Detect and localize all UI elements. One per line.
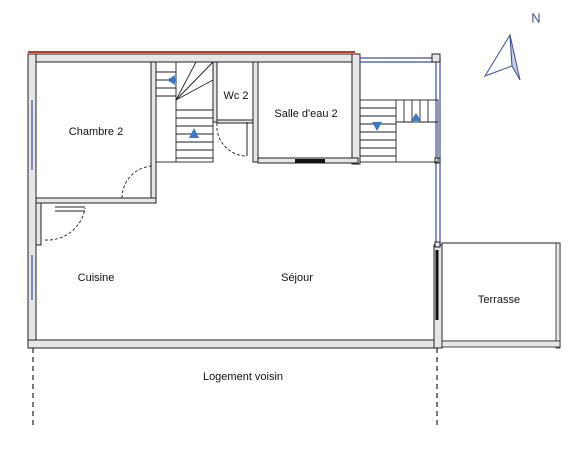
door-leaves [55, 197, 152, 212]
stair-right [359, 99, 439, 163]
room-label-terrasse: Terrasse [477, 294, 521, 306]
post-mid [434, 157, 441, 164]
door-swings [44, 122, 248, 241]
north-label: N [531, 10, 541, 26]
stair-right-arrow [411, 113, 421, 121]
stair-left [155, 61, 214, 163]
corner-post [431, 53, 441, 63]
north-arrow [483, 33, 521, 81]
post-low [434, 241, 441, 248]
room-label-chambre: Chambre 2 [68, 126, 124, 138]
stair-turn-arrow [167, 75, 175, 85]
terrace-outline [435, 242, 561, 349]
stair-up-arrow [189, 128, 199, 138]
interior-walls [35, 61, 359, 246]
room-label-sejour: Séjour [281, 272, 313, 284]
outside-label: Logement voisin [202, 371, 284, 383]
room-label-salle-eau: Salle d'eau 2 [274, 108, 338, 120]
boundary-lines [32, 348, 438, 425]
room-label-cuisine: Cuisine [77, 272, 115, 284]
stair-down-arrow [372, 122, 382, 131]
room-label-wc: Wc 2 [223, 90, 249, 102]
windows [31, 57, 441, 300]
